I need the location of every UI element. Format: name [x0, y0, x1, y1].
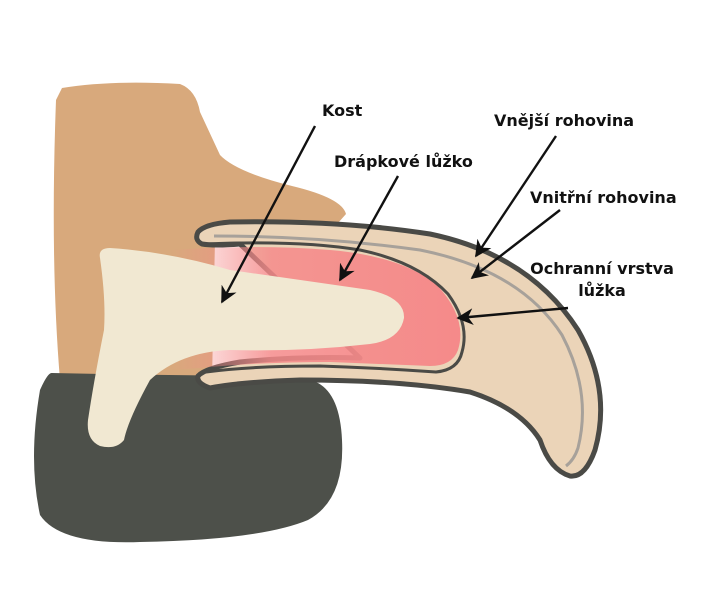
arrow-outer-horn: [475, 135, 557, 258]
arrow-claw-bed: [338, 175, 400, 282]
label-outer-horn: Vnější rohovina: [494, 111, 635, 130]
label-protective-layer-line2: lůžka: [578, 281, 626, 300]
label-protective-layer-line1: Ochranní vrstva: [530, 259, 674, 278]
label-claw-bed: Drápkové lůžko: [334, 152, 473, 171]
arrow-protective-layer: [456, 306, 569, 325]
inner-horn-line: [213, 234, 584, 468]
bone-shape: [87, 248, 405, 448]
arrow-inner-horn: [470, 209, 561, 280]
arrow-bone: [220, 125, 317, 304]
paw-pad-shape: [34, 372, 343, 543]
label-inner-horn: Vnitřní rohovina: [530, 188, 677, 207]
label-bone: Kost: [322, 101, 363, 120]
label-protective-layer: Ochranní vrstva lůžka: [512, 258, 692, 302]
protective-layer-outline: [205, 241, 466, 374]
